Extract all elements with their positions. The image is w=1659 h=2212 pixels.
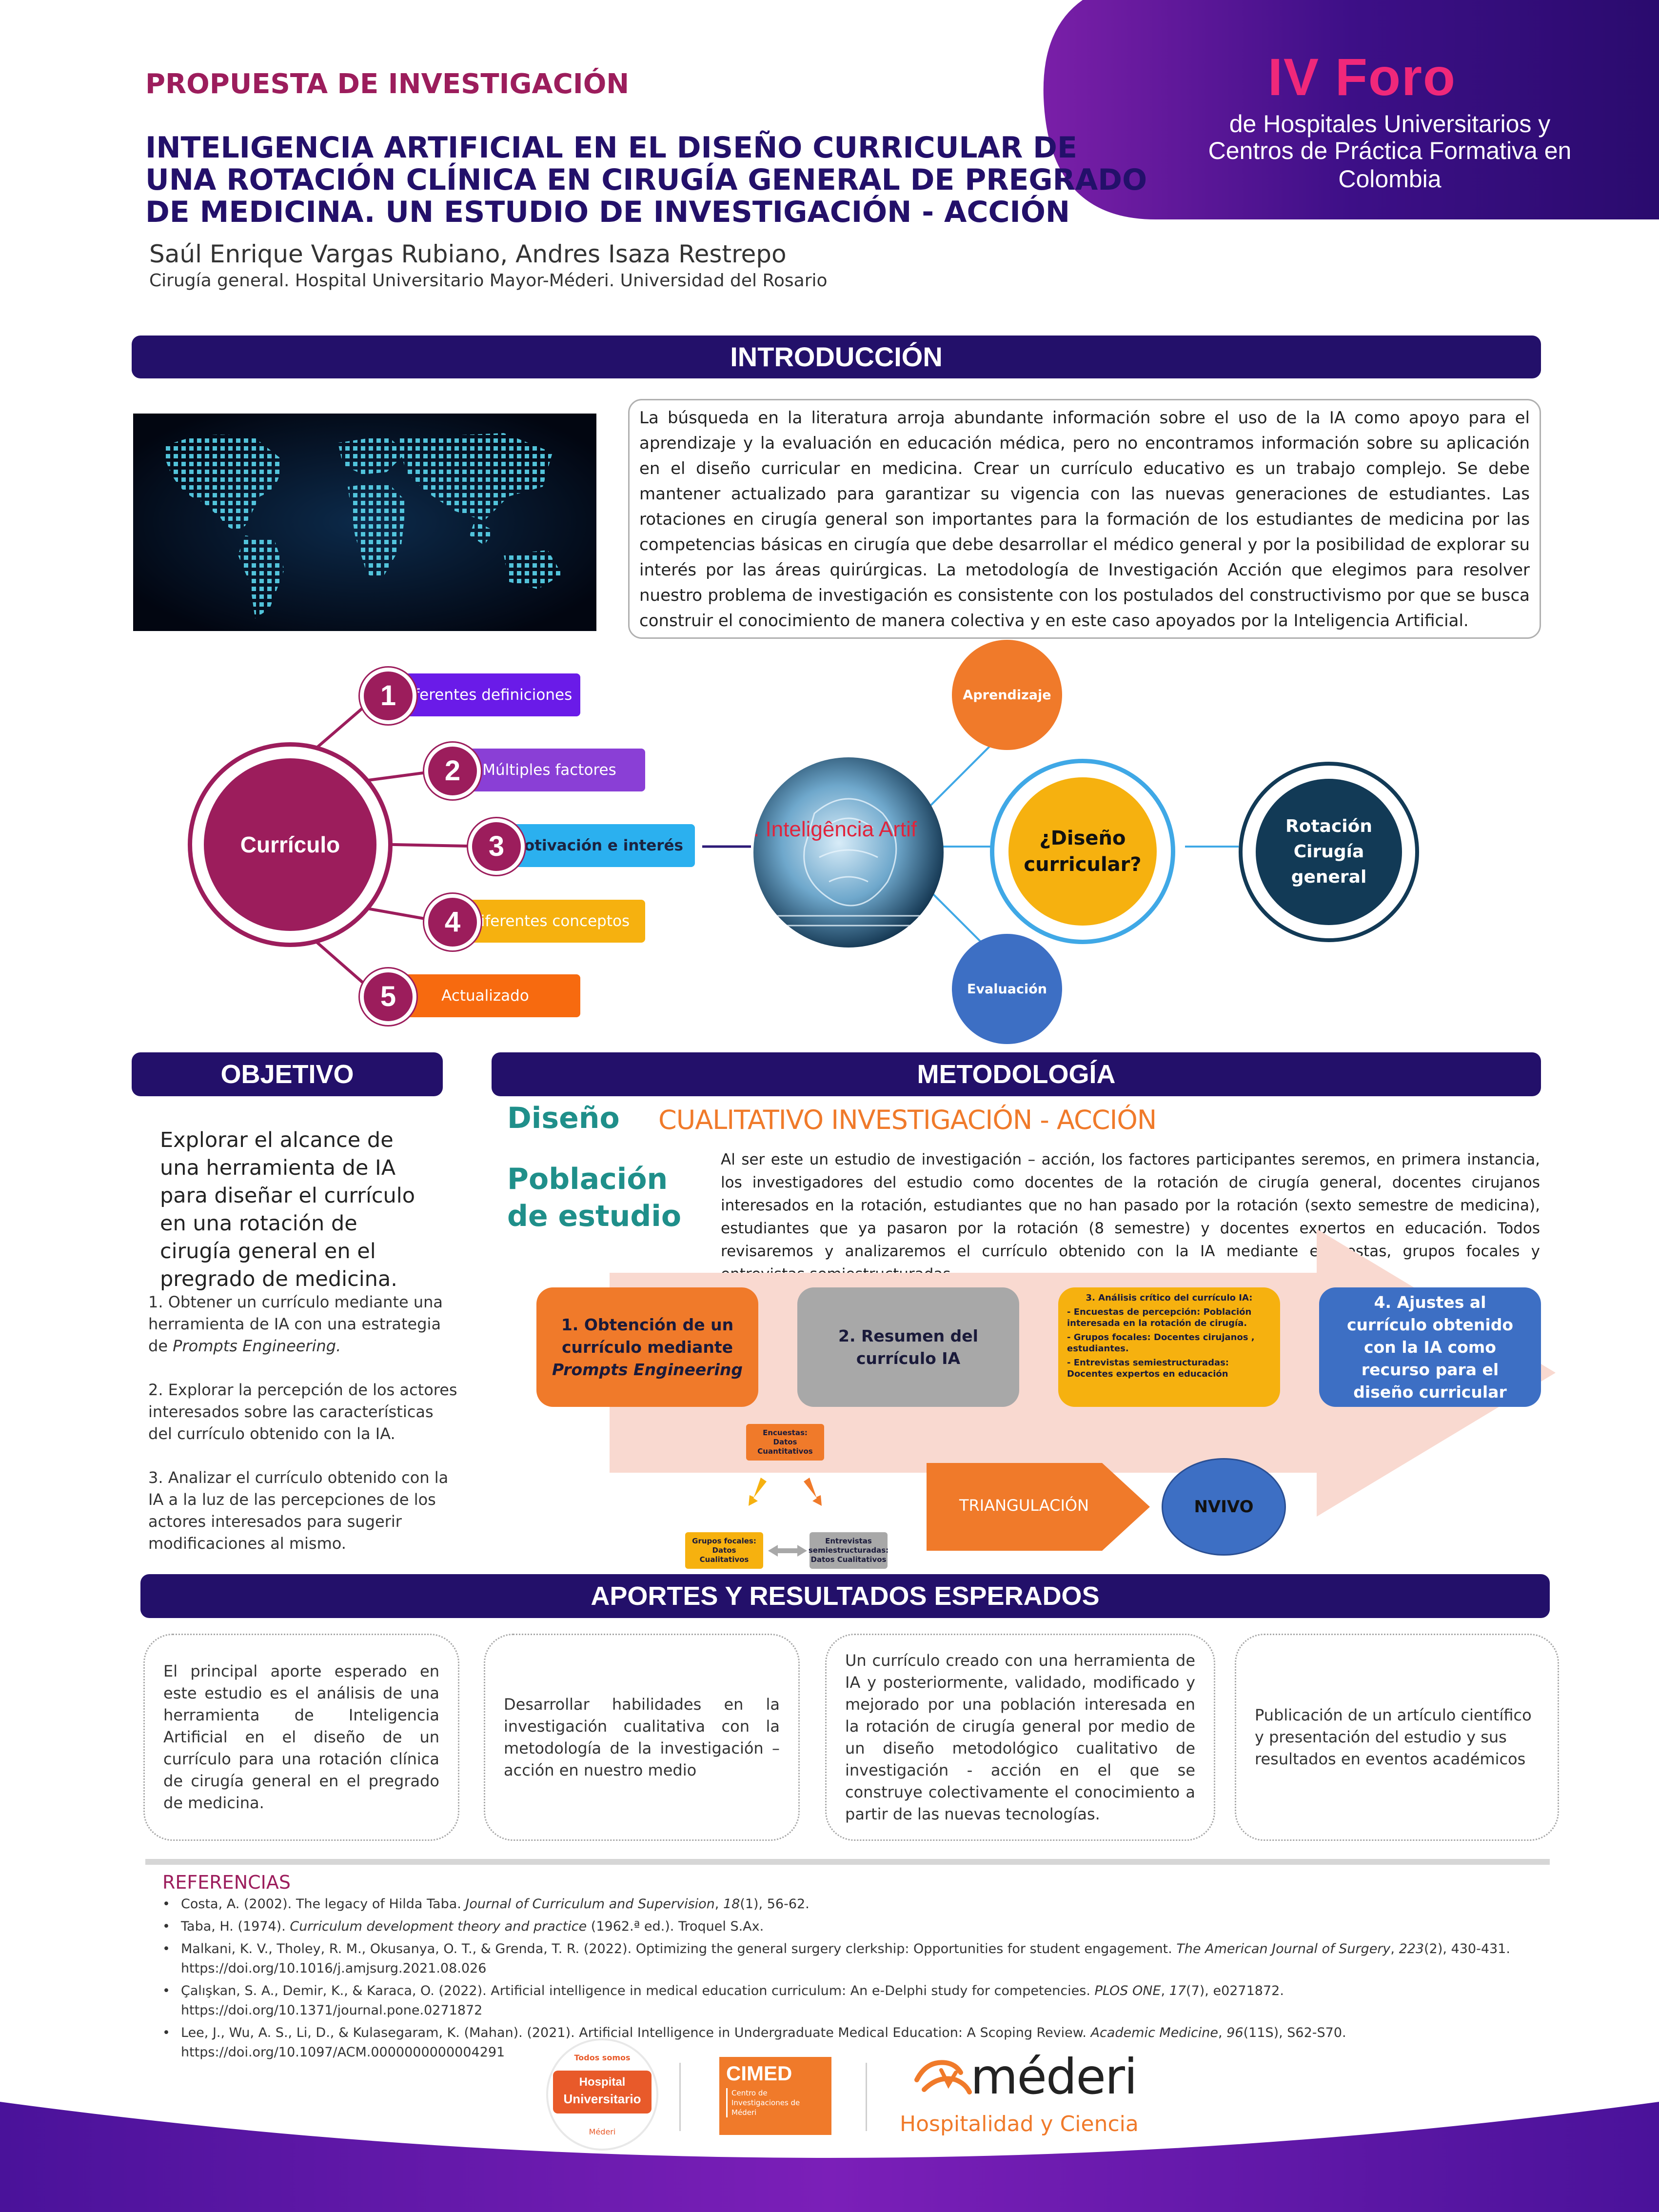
step-3-item-1: - Encuestas de percepción: Población int… [1067, 1307, 1252, 1328]
curriculo-circle: Currículo [204, 758, 376, 931]
aportes-heading: APORTES Y RESULTADOS ESPERADOS [140, 1574, 1550, 1618]
nvivo-circle: NVIVO [1162, 1458, 1286, 1556]
referencias-list: Costa, A. (2002). The legacy of Hilda Ta… [162, 1895, 1538, 2065]
title-line-3: DE MEDICINA. UN ESTUDIO DE INVESTIGACIÓN… [145, 195, 1070, 229]
title-line-1: INTELIGENCIA ARTIFICIAL EN EL DISEÑO CUR… [145, 131, 1077, 165]
world-map-image [133, 414, 596, 631]
step-3: 3. Análisis crítico del currículo IA: - … [1058, 1287, 1280, 1407]
diseno-curricular-circle: ¿Diseño curricular? [1008, 777, 1157, 926]
curriculo-item-5-number: 5 [360, 968, 416, 1025]
curriculo-item-2-number: 2 [424, 743, 481, 799]
aporte-card-1: El principal aporte esperado en este est… [143, 1634, 459, 1841]
curriculo-item-4-number: 4 [424, 894, 481, 950]
rotacion-label: Rotación Cirugía general [1285, 816, 1372, 887]
mederi-tagline: Hospitalidad y Ciencia [900, 2112, 1139, 2136]
reference-3: Malkani, K. V., Tholey, R. M., Okusanya,… [162, 1939, 1538, 1978]
ai-brain-image [753, 757, 944, 948]
objetivo-specific-1: 1. Obtener un currículo mediante una her… [148, 1293, 443, 1355]
authors: Saúl Enrique Vargas Rubiano, Andres Isaz… [149, 240, 787, 268]
aprendizaje-label: Aprendizaje [963, 687, 1051, 703]
objetivo-specifics: 1. Obtener un currículo mediante una her… [148, 1291, 460, 1555]
aporte-card-2: Desarrollar habilidades en la investigac… [484, 1634, 800, 1841]
objetivo-specific-3: 3. Analizar el currículo obtenido con la… [148, 1468, 449, 1553]
evaluacion-label: Evaluación [967, 981, 1047, 997]
ai-image-caption: . Inteligência Artif [753, 817, 917, 841]
curriculo-item-3-label: Motivación e interés [497, 824, 695, 867]
reference-1: Costa, A. (2002). The legacy of Hilda Ta… [162, 1895, 1538, 1914]
diseno-label: Diseño [507, 1101, 620, 1135]
poblacion-label: Población de estudio [507, 1162, 682, 1233]
tri-encuestas: Encuestas: Datos Cuantitativos [746, 1424, 824, 1461]
curriculo-item-1-number: 1 [360, 668, 416, 724]
title-line-2: UNA ROTACIÓN CLÍNICA EN CIRUGÍA GENERAL … [145, 163, 1147, 197]
mederi-name: méderi [970, 2048, 1138, 2105]
cimed-title: CIMED [726, 2062, 792, 2085]
curriculo-item-2-label: Múltiples factores [454, 749, 645, 791]
introduccion-textbox: La búsqueda en la literatura arroja abun… [628, 399, 1541, 639]
references-divider [145, 1859, 1550, 1865]
introduccion-heading: INTRODUCCIÓN [132, 336, 1541, 378]
step-3-item-3: - Entrevistas semiestructuradas: Docente… [1067, 1358, 1229, 1379]
curriculo-item-1-label: Diferentes definiciones [390, 673, 580, 716]
objetivo-heading: OBJETIVO [132, 1052, 443, 1096]
footer-separator-2 [866, 2063, 867, 2131]
curriculo-item-4-label: Diferentes conceptos [454, 900, 645, 943]
cimed-logo: CIMED Centro de Investigaciones de Méder… [719, 2057, 831, 2135]
cimed-subtitle: Centro de Investigaciones de Méderi [726, 2088, 805, 2117]
hospital-universitario-logo: Todos somos Hospital Universitario Méder… [546, 2038, 658, 2151]
referencias-heading: REFERENCIAS [162, 1872, 291, 1893]
tri-arrows [749, 1478, 822, 1557]
curriculo-label: Currículo [240, 832, 340, 857]
step-3-item-2: - Grupos focales: Docentes cirujanos , e… [1067, 1332, 1255, 1354]
objetivo-specific-2: 2. Explorar la percepción de los actores… [148, 1381, 457, 1443]
poblacion-text: Al ser este un estudio de investigación … [721, 1151, 1540, 1283]
metodologia-heading: METODOLOGÍA [492, 1052, 1541, 1096]
event-banner [1043, 0, 1659, 219]
evaluacion-circle: Evaluación [952, 934, 1062, 1044]
logo1-top: Todos somos [574, 2053, 631, 2062]
step-4: 4. Ajustes al currículo obtenido con la … [1319, 1287, 1541, 1407]
curriculo-item-3-number: 3 [468, 818, 525, 875]
nvivo-label: NVIVO [1194, 1497, 1254, 1517]
mederi-hands-icon [914, 2060, 972, 2094]
reference-2: Taba, H. (1974). Curriculum development … [162, 1917, 1538, 1936]
event-subtitle-2: Centros de Práctica Formativa en Colombi… [1208, 137, 1572, 193]
triangulacion-label: TRIANGULACIÓN [959, 1496, 1089, 1515]
triangulacion-arrow [927, 1463, 1150, 1551]
step-2: 2. Resumen del currículo IA [797, 1287, 1019, 1407]
introduccion-text: La búsqueda en la literatura arroja abun… [639, 408, 1530, 631]
diseno-curricular-label: ¿Diseño curricular? [1024, 827, 1142, 876]
aporte-card-3: Un currículo creado con una herramienta … [825, 1634, 1215, 1841]
objetivo-main: Explorar el alcance de una herramienta d… [160, 1128, 415, 1291]
event-subtitle-1: de Hospitales Universitarios y [1229, 110, 1551, 138]
diseno-value: CUALITATIVO INVESTIGACIÓN - ACCIÓN [658, 1105, 1157, 1135]
step-3-title: 3. Análisis crítico del currículo IA: [1086, 1293, 1253, 1303]
poster-title: INTELIGENCIA ARTIFICIAL EN EL DISEÑO CUR… [145, 132, 1147, 228]
aprendizaje-circle: Aprendizaje [952, 640, 1062, 750]
event-logo: IV Foro [1268, 47, 1456, 106]
kicker: PROPUESTA DE INVESTIGACIÓN [145, 68, 630, 100]
logo1-bottom: Méderi [589, 2127, 616, 2136]
tri-entrevistas: Entrevistas semiestructuradas: Datos Cua… [809, 1532, 889, 1569]
reference-4: Çalışkan, S. A., Demir, K., & Karaca, O.… [162, 1981, 1538, 2020]
aporte-card-4: Publicación de un artículo científico y … [1235, 1634, 1559, 1841]
affiliation: Cirugía general. Hospital Universitario … [149, 271, 828, 291]
footer-wave [0, 2102, 1659, 2212]
rotacion-circle: Rotación Cirugía general [1256, 779, 1402, 925]
footer-separator-1 [679, 2063, 681, 2131]
curriculo-item-5-label: Actualizado [390, 974, 580, 1017]
reference-5: Lee, J., Wu, A. S., Li, D., & Kulasegara… [162, 2023, 1538, 2062]
tri-grupos-focales: Grupos focales: Datos Cualitativos [685, 1532, 763, 1569]
logo1-band: Hospital Universitario [553, 2071, 652, 2113]
